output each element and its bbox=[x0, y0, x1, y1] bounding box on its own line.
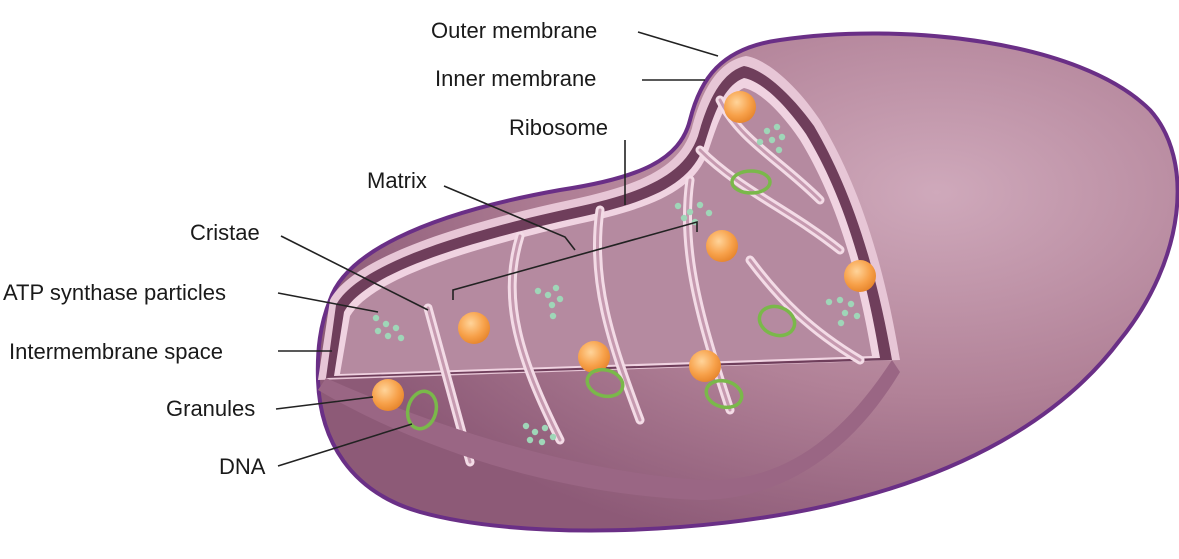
leader-atp-synthase bbox=[277, 292, 379, 313]
lower-body-shade bbox=[318, 360, 900, 500]
granules bbox=[372, 91, 876, 411]
label-dna: DNA bbox=[219, 454, 266, 479]
leader-matrix bbox=[443, 185, 576, 251]
leader-atp-synthase-bracket bbox=[452, 220, 698, 300]
leader-lines bbox=[275, 31, 719, 467]
leader-cristae bbox=[280, 235, 429, 311]
dna-loops bbox=[405, 169, 797, 431]
leader-dna bbox=[277, 423, 413, 467]
label-granules: Granules bbox=[166, 396, 256, 421]
label-matrix: Matrix bbox=[367, 168, 427, 193]
leader-outer-membrane bbox=[637, 31, 719, 57]
matrix-shape bbox=[340, 88, 872, 374]
label-outer-membrane: Outer membrane bbox=[431, 18, 598, 43]
label-atp-synthase: ATP synthase particles bbox=[3, 280, 226, 305]
label-inner-membrane: Inner membrane bbox=[435, 66, 597, 91]
label-ribosome: Ribosome bbox=[509, 115, 609, 140]
label-cristae: Cristae bbox=[190, 220, 260, 245]
leader-granules bbox=[275, 396, 374, 410]
label-intermembrane-space: Intermembrane space bbox=[9, 339, 223, 364]
